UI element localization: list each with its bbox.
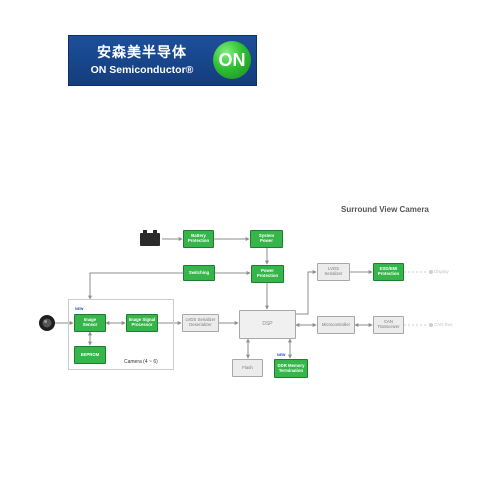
can-transceiver-block: CAN Transceiver — [373, 316, 404, 334]
image-sensor-block: Image Sensor — [74, 314, 106, 332]
on-logo-mark: ON — [213, 41, 251, 79]
wire-switching-to-camera — [88, 272, 183, 300]
new-tag-image-sensor: NEW — [75, 307, 84, 311]
system-power-block: System Power — [250, 230, 283, 248]
display-label: Display — [434, 269, 449, 274]
lvds-serializer-block: LVDS Serializer — [317, 263, 350, 281]
battery-icon — [140, 230, 160, 246]
on-semiconductor-logo: 安森美半导体 ON Semiconductor® ON — [68, 35, 257, 86]
can-bus-label: CAN Bus — [434, 322, 453, 327]
battery-protection-block: Battery Protection — [183, 230, 214, 248]
dsp-block: DSP — [239, 310, 296, 339]
image-signal-processor-block: Image Signal Processor — [126, 314, 158, 332]
can-bus-terminal — [429, 323, 433, 327]
flash-block: Flash — [232, 359, 263, 377]
camera-group-frame — [68, 299, 174, 370]
esd-emi-protection-block: ESD/EMI Protection — [373, 263, 404, 281]
ddr-memory-termination-block: DDR Memory Termination — [274, 359, 308, 378]
diagram-title: Surround View Camera — [341, 205, 429, 214]
eeprom-block: EEPROM — [74, 346, 106, 364]
microcontroller-block: Microcontroller — [317, 316, 355, 334]
switching-block: Switching — [183, 265, 215, 281]
logo-english-name: ON Semiconductor® — [90, 64, 194, 76]
display-terminal — [429, 270, 433, 274]
camera-group-label: Camera (4 ~ 6) — [124, 359, 158, 365]
lvds-deserializer-block: LVDS Serializer Deserializer — [182, 314, 219, 332]
wire-dsp-to-serializer — [296, 270, 317, 315]
camera-lens-icon — [39, 315, 55, 331]
power-protection-block: Power Protection — [251, 265, 284, 283]
new-tag-ddr: NEW — [277, 353, 286, 357]
logo-chinese-name: 安森美半导体 — [97, 45, 187, 61]
